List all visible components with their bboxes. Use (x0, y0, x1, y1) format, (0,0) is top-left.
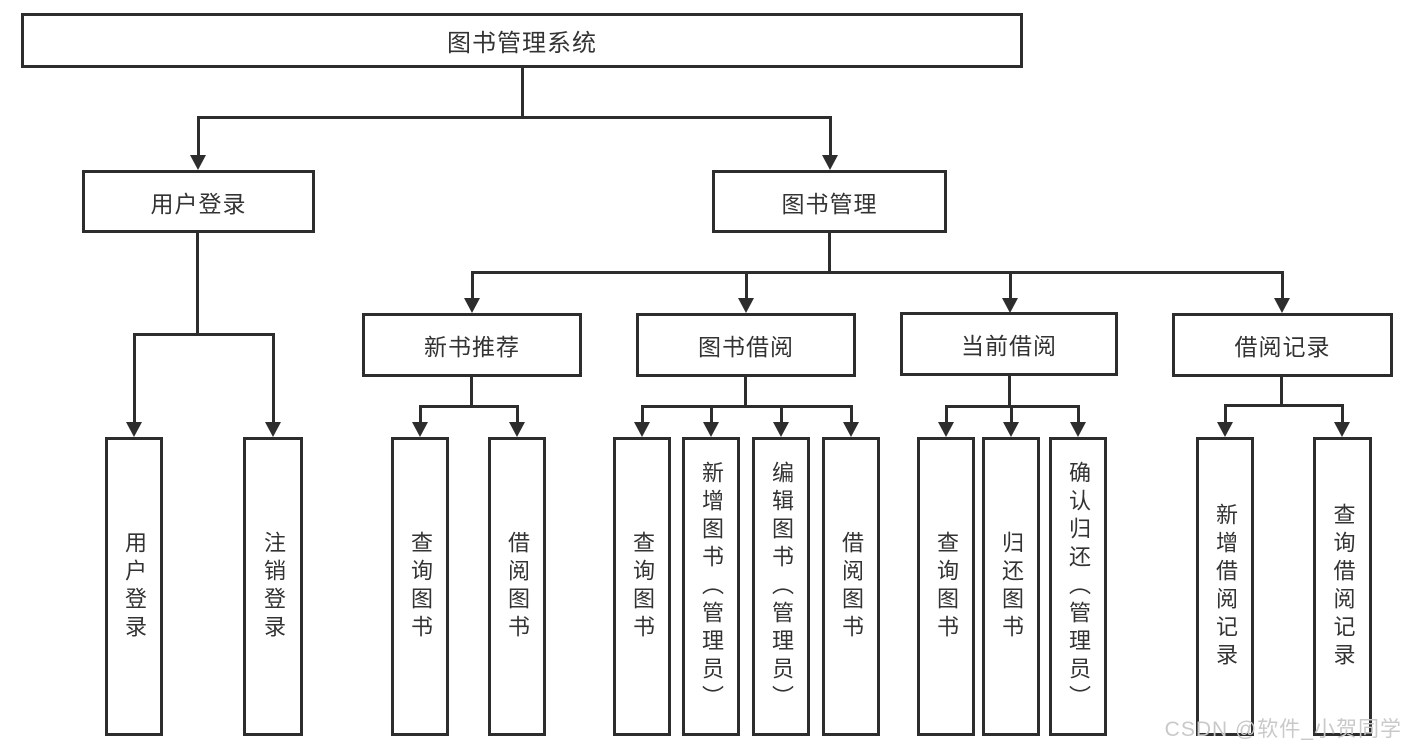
node-book-management-label: 图书管理 (781, 190, 878, 217)
leaf-bb-add-books: 新增图书（管理员） (682, 437, 740, 736)
leaf-cb-confirm-return: 确认归还（管理员） (1049, 437, 1107, 736)
node-root-label: 图书管理系统 (447, 30, 597, 57)
connector-borrowing-records-branch (1224, 404, 1343, 407)
arrow-down-to-current-borrowing (1002, 271, 1018, 313)
node-root: 图书管理系统 (21, 13, 1023, 68)
leaf-nb-borrow-books-label: 借阅图书 (505, 530, 530, 643)
connector-user-login-stem (196, 233, 199, 335)
arrow-down-to-br-add-record (1217, 404, 1233, 437)
node-new-book-recommend: 新书推荐 (362, 313, 582, 377)
arrow-down-to-nb-borrow-books (509, 405, 525, 437)
leaf-cb-query-books: 查询图书 (917, 437, 975, 736)
arrow-down-to-br-query-record (1334, 404, 1350, 437)
leaf-br-query-record-label: 查询借阅记录 (1330, 502, 1356, 671)
leaf-bb-edit-books-label: 编辑图书（管理员） (769, 460, 794, 713)
leaf-br-query-record: 查询借阅记录 (1313, 437, 1372, 736)
connector-book-management-stem (828, 233, 831, 273)
connector-new-book-recommend-stem (470, 377, 473, 407)
node-user-login: 用户登录 (82, 170, 315, 233)
node-user-login-label: 用户登录 (150, 190, 247, 217)
node-borrowing-records: 借阅记录 (1172, 313, 1393, 377)
node-new-book-recommend-label: 新书推荐 (424, 334, 520, 360)
arrow-down-to-cb-return-books (1003, 405, 1019, 437)
arrow-down-to-new-book-recommend (464, 271, 480, 313)
connector-user-login-branch (133, 333, 274, 336)
arrow-down-to-bb-query-books (634, 405, 650, 437)
arrow-down-to-leaf-logout (265, 333, 281, 437)
connector-level1-branch (197, 116, 831, 119)
node-book-borrowing: 图书借阅 (636, 313, 856, 377)
leaf-user-login-label: 用户登录 (122, 530, 147, 643)
leaf-bb-borrow-books-label: 借阅图书 (839, 530, 864, 643)
connector-book-borrowing-stem (744, 377, 747, 407)
leaf-bb-query-books: 查询图书 (613, 437, 671, 736)
leaf-nb-borrow-books: 借阅图书 (488, 437, 546, 736)
leaf-nb-query-books: 查询图书 (391, 437, 449, 736)
leaf-cb-confirm-return-label: 确认归还（管理员） (1066, 460, 1091, 713)
connector-level3-branch (471, 271, 1283, 274)
node-book-borrowing-label: 图书借阅 (698, 334, 794, 360)
node-book-management: 图书管理 (712, 170, 947, 233)
leaf-br-add-record: 新增借阅记录 (1196, 437, 1254, 736)
connector-borrowing-records-stem (1280, 377, 1283, 406)
arrow-down-to-book-borrowing (738, 271, 754, 313)
leaf-bb-borrow-books: 借阅图书 (822, 437, 880, 736)
arrow-down-to-user-login (190, 116, 206, 170)
node-borrowing-records-label: 借阅记录 (1234, 334, 1331, 360)
leaf-br-add-record-label: 新增借阅记录 (1213, 502, 1238, 671)
connector-book-borrowing-branch (641, 405, 852, 408)
arrow-down-to-bb-borrow-books (843, 405, 859, 437)
leaf-user-login: 用户登录 (105, 437, 163, 736)
leaf-cb-query-books-label: 查询图书 (934, 530, 959, 643)
arrow-down-to-nb-query-books (412, 405, 428, 437)
arrow-down-to-leaf-user-login (126, 333, 142, 437)
node-current-borrowing-label: 当前借阅 (961, 333, 1057, 359)
arrow-down-to-bb-edit-books (773, 405, 789, 437)
leaf-logout-label: 注销登录 (261, 530, 286, 643)
leaf-bb-add-books-label: 新增图书（管理员） (699, 460, 724, 713)
arrow-down-to-bb-add-books (703, 405, 719, 437)
arrow-down-to-cb-confirm-return (1070, 405, 1086, 437)
leaf-bb-query-books-label: 查询图书 (630, 530, 655, 643)
connector-current-borrowing-stem (1008, 374, 1011, 407)
leaf-logout: 注销登录 (243, 437, 303, 736)
leaf-bb-edit-books: 编辑图书（管理员） (752, 437, 810, 736)
leaf-cb-return-books-label: 归还图书 (999, 530, 1024, 643)
leaf-nb-query-books-label: 查询图书 (408, 530, 433, 643)
arrow-down-to-borrowing-records (1274, 271, 1290, 313)
watermark: CSDN @软件_小贺同学 (1164, 718, 1402, 741)
connector-root-stem (521, 68, 524, 118)
leaf-cb-return-books: 归还图书 (982, 437, 1040, 736)
arrow-down-to-book-management (822, 116, 838, 170)
node-current-borrowing: 当前借阅 (900, 312, 1118, 376)
arrow-down-to-cb-query-books (938, 405, 954, 437)
connector-new-book-recommend-branch (419, 405, 518, 408)
